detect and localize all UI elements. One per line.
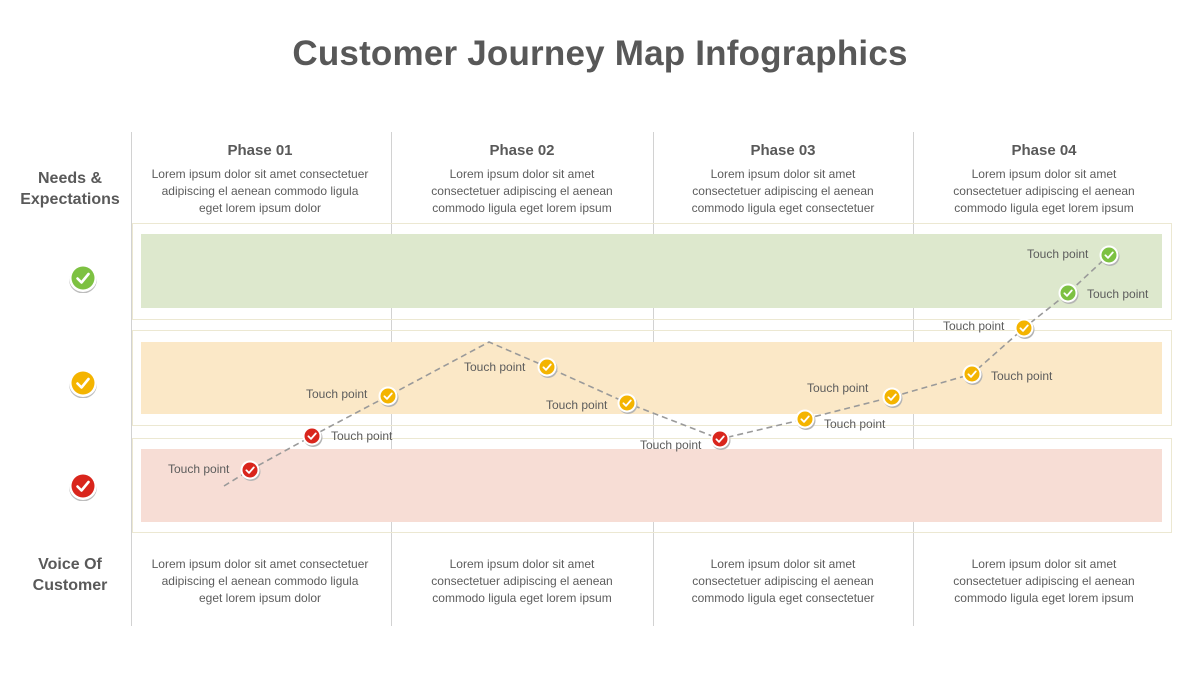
text-line: Lorem ipsum dolor sit amet [449,557,595,571]
touch-point-marker [1099,245,1120,266]
voice-of-customer-label: Voice Of Customer [8,554,132,596]
phase-needs-text: Lorem ipsum dolor sit amet consectetuer … [920,166,1168,217]
phase-title: Phase 04 [1011,142,1077,159]
touch-point-label: Touch point [991,369,1053,383]
check-icon [1101,247,1117,263]
text-line: commodo ligula eget consectetuer [691,201,875,215]
touch-point-marker [537,357,558,378]
check-icon [1060,285,1076,301]
text-line: consectetuer adipiscing el aenean [953,574,1135,588]
touch-point-label: Touch point [807,381,869,395]
touch-point-label: Touch point [331,429,393,443]
green-band-frame [132,223,1172,320]
check-icon [242,462,258,478]
text-line: commodo ligula eget lorem ipsum [954,591,1134,605]
red-band-frame [132,438,1172,533]
text-line: Lorem ipsum dolor sit amet [449,167,595,181]
yellow-band-frame [132,330,1172,426]
check-icon [712,431,728,447]
text-line: Lorem ipsum dolor sit amet consectetuer [151,167,369,181]
text-line: consectetuer adipiscing el aenean [431,574,613,588]
check-icon [304,428,320,444]
touch-point-marker [962,364,983,385]
column-divider [131,132,132,626]
phase-title: Phase 03 [750,142,816,159]
phase-voice-text: Lorem ipsum dolor sit amet consectetuer … [659,556,907,607]
red-check-icon [69,472,97,501]
text-line: eget lorem ipsum dolor [198,201,322,215]
text-line: eget lorem ipsum dolor [198,591,322,605]
touch-point-marker [617,393,638,414]
phase-voice-text: Lorem ipsum dolor sit amet consectetuer … [398,556,646,607]
check-icon [797,411,813,427]
touch-point-marker [795,409,816,430]
phase-voice-text: Lorem ipsum dolor sit amet consectetuer … [920,556,1168,607]
green-check-icon [69,264,97,293]
phase-title: Phase 02 [489,142,555,159]
touch-point-label: Touch point [546,398,608,412]
text-line: Lorem ipsum dolor sit amet [971,167,1117,181]
check-icon [1016,320,1032,336]
text-line: commodo ligula eget consectetuer [691,591,875,605]
touch-point-label: Touch point [306,387,368,401]
text-line: consectetuer adipiscing el aenean [431,184,613,198]
touch-point-marker [240,460,261,481]
touch-point-marker [378,386,399,407]
phase-needs-text: Lorem ipsum dolor sit amet consectetuer … [398,166,646,217]
touch-point-label: Touch point [824,417,886,431]
touch-point-label: Touch point [640,438,702,452]
touch-point-label: Touch point [168,462,230,476]
text-line: commodo ligula eget lorem ipsum [954,201,1134,215]
touch-point-marker [710,429,731,450]
touch-point-label: Touch point [943,319,1005,333]
check-icon [619,395,635,411]
needs-label-line: Needs & [37,170,103,187]
green-band [141,234,1162,308]
touch-point-marker [1014,318,1035,339]
touch-point-marker [302,426,323,447]
text-line: consectetuer adipiscing el aenean [953,184,1135,198]
text-line: adipiscing el aenean commodo ligula [161,574,359,588]
phase-needs-text: Lorem ipsum dolor sit amet consectetuer … [136,166,384,217]
text-line: adipiscing el aenean commodo ligula [161,184,359,198]
check-icon [884,389,900,405]
text-line: Lorem ipsum dolor sit amet [710,557,856,571]
text-line: Lorem ipsum dolor sit amet [710,167,856,181]
text-line: consectetuer adipiscing el aenean [692,574,874,588]
text-line: consectetuer adipiscing el aenean [692,184,874,198]
text-line: commodo ligula eget lorem ipsum [432,591,612,605]
touch-point-marker [1058,283,1079,304]
phase-needs-text: Lorem ipsum dolor sit amet consectetuer … [659,166,907,217]
red-band [141,449,1162,522]
text-line: Lorem ipsum dolor sit amet [971,557,1117,571]
touch-point-label: Touch point [1027,247,1089,261]
check-icon [539,359,555,375]
phase-voice-text: Lorem ipsum dolor sit amet consectetuer … [136,556,384,607]
needs-label-line: Expectations [20,191,120,208]
touch-point-label: Touch point [464,360,526,374]
touch-point-marker [882,387,903,408]
voice-label-line: Voice Of [38,556,102,573]
journey-path [223,254,1110,487]
text-line: commodo ligula eget lorem ipsum [432,201,612,215]
touch-point-label: Touch point [1087,287,1149,301]
check-icon [964,366,980,382]
yellow-band [141,342,1162,414]
needs-expectations-label: Needs & Expectations [8,168,132,210]
page-title: Customer Journey Map Infographics [292,34,908,73]
text-line: Lorem ipsum dolor sit amet consectetuer [151,557,369,571]
yellow-check-icon [69,369,97,398]
phase-title: Phase 01 [227,142,293,159]
voice-label-line: Customer [32,577,108,594]
check-icon [380,388,396,404]
